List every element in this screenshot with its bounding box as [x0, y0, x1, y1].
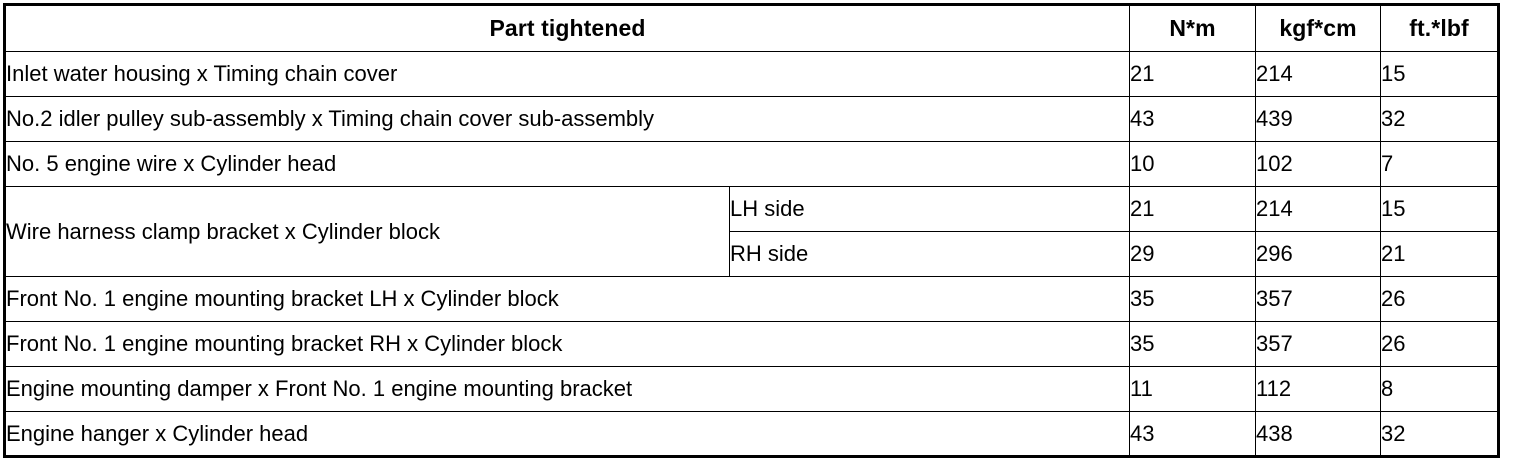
column-header-kgfcm: kgf*cm — [1255, 4, 1381, 52]
torque-specification-sheet: Part tightened N*m kgf*cm ft.*lbf Inlet … — [3, 3, 1500, 458]
row-value-ftlbf: 21 — [1380, 231, 1499, 277]
row-value-nm: 21 — [1129, 186, 1256, 232]
row-value-ftlbf: 32 — [1380, 96, 1499, 142]
row-value-kgfcm: 214 — [1255, 186, 1381, 232]
table-header: Part tightened N*m kgf*cm ft.*lbf — [4, 4, 1499, 52]
table-row: Front No. 1 engine mounting bracket RH x… — [4, 321, 1499, 367]
row-value-kgfcm: 102 — [1255, 141, 1381, 187]
row-value-ftlbf: 15 — [1380, 51, 1499, 97]
row-value-nm: 35 — [1129, 321, 1256, 367]
column-header-nm: N*m — [1129, 4, 1256, 52]
table-row: Front No. 1 engine mounting bracket LH x… — [4, 276, 1499, 322]
table-row: No. 5 engine wire x Cylinder head 10 102… — [4, 141, 1499, 187]
row-part-label: Front No. 1 engine mounting bracket RH x… — [4, 321, 1130, 367]
row-part-label-merged: Wire harness clamp bracket x Cylinder bl… — [4, 186, 730, 277]
table-row: Inlet water housing x Timing chain cover… — [4, 51, 1499, 97]
row-value-ftlbf: 7 — [1380, 141, 1499, 187]
row-value-nm: 11 — [1129, 366, 1256, 412]
table-row: Engine mounting damper x Front No. 1 eng… — [4, 366, 1499, 412]
row-value-ftlbf: 15 — [1380, 186, 1499, 232]
row-value-kgfcm: 214 — [1255, 51, 1381, 97]
row-part-label: Inlet water housing x Timing chain cover — [4, 51, 1130, 97]
row-value-kgfcm: 296 — [1255, 231, 1381, 277]
row-value-nm: 35 — [1129, 276, 1256, 322]
row-part-label: No.2 idler pulley sub-assembly x Timing … — [4, 96, 1130, 142]
torque-specification-table: Part tightened N*m kgf*cm ft.*lbf Inlet … — [3, 3, 1500, 458]
header-row: Part tightened N*m kgf*cm ft.*lbf — [4, 4, 1499, 52]
row-value-nm: 43 — [1129, 96, 1256, 142]
row-value-kgfcm: 438 — [1255, 411, 1381, 457]
row-value-ftlbf: 26 — [1380, 276, 1499, 322]
table-row: No.2 idler pulley sub-assembly x Timing … — [4, 96, 1499, 142]
row-value-nm: 43 — [1129, 411, 1256, 457]
row-part-label: Front No. 1 engine mounting bracket LH x… — [4, 276, 1130, 322]
column-header-part-tightened: Part tightened — [4, 4, 1130, 52]
table-row: Wire harness clamp bracket x Cylinder bl… — [4, 186, 1499, 277]
row-value-kgfcm: 112 — [1255, 366, 1381, 412]
column-header-ftlbf: ft.*lbf — [1380, 4, 1499, 52]
row-value-kgfcm: 357 — [1255, 276, 1381, 322]
table-row: Engine hanger x Cylinder head 43 438 32 — [4, 411, 1499, 457]
row-part-label: Engine hanger x Cylinder head — [4, 411, 1130, 457]
row-value-ftlbf: 8 — [1380, 366, 1499, 412]
row-value-nm: 29 — [1129, 231, 1256, 277]
row-value-nm: 21 — [1129, 51, 1256, 97]
row-value-kgfcm: 439 — [1255, 96, 1381, 142]
table-row: RH side 29 296 21 — [5, 231, 1499, 277]
row-part-label: Engine mounting damper x Front No. 1 eng… — [4, 366, 1130, 412]
row-value-kgfcm: 357 — [1255, 321, 1381, 367]
row-subpart-label: LH side — [729, 186, 1130, 232]
row-value-ftlbf: 26 — [1380, 321, 1499, 367]
row-subpart-label: RH side — [729, 231, 1130, 277]
row-value-nm: 10 — [1129, 141, 1256, 187]
row-value-ftlbf: 32 — [1380, 411, 1499, 457]
table-body: Inlet water housing x Timing chain cover… — [4, 51, 1499, 457]
row-part-label: No. 5 engine wire x Cylinder head — [4, 141, 1130, 187]
